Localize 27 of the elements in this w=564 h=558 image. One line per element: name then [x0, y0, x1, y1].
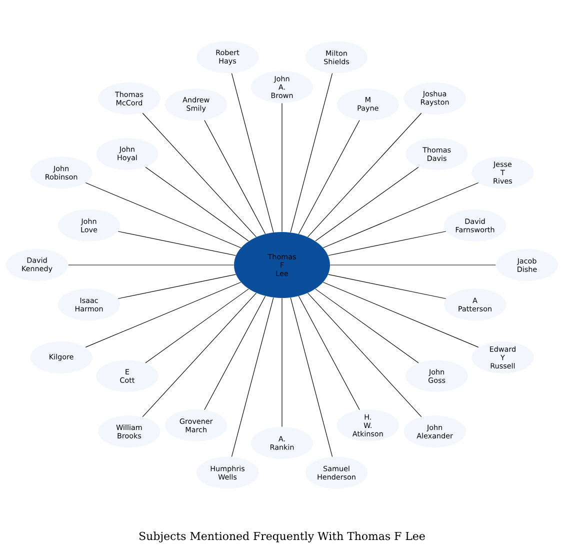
edge-line [118, 274, 236, 299]
edge-line [322, 282, 479, 348]
caption: Subjects Mentioned Frequently With Thomas F Lee [140, 532, 425, 542]
edge-line [231, 297, 274, 457]
edge-line [298, 120, 360, 234]
edge-line [290, 297, 333, 457]
edge-line [290, 73, 333, 233]
edge-line [204, 120, 266, 234]
edge-line [85, 282, 242, 348]
edge-line [145, 166, 249, 242]
edge-line [328, 274, 446, 299]
edge-line [328, 231, 446, 256]
edge-line [231, 73, 274, 233]
edge-line [85, 182, 242, 248]
edge-line [315, 166, 419, 242]
edge-line [307, 112, 422, 238]
edge-line [330, 264, 496, 266]
edge-line [315, 288, 419, 364]
edge-line [68, 264, 234, 266]
edge-line [142, 112, 257, 238]
edge-line [307, 292, 422, 418]
edge-line [118, 231, 236, 256]
edge-line [298, 296, 360, 410]
edge-line [142, 292, 257, 418]
edge-line [322, 182, 479, 248]
edge-line [204, 296, 266, 410]
edge-line [145, 288, 249, 364]
